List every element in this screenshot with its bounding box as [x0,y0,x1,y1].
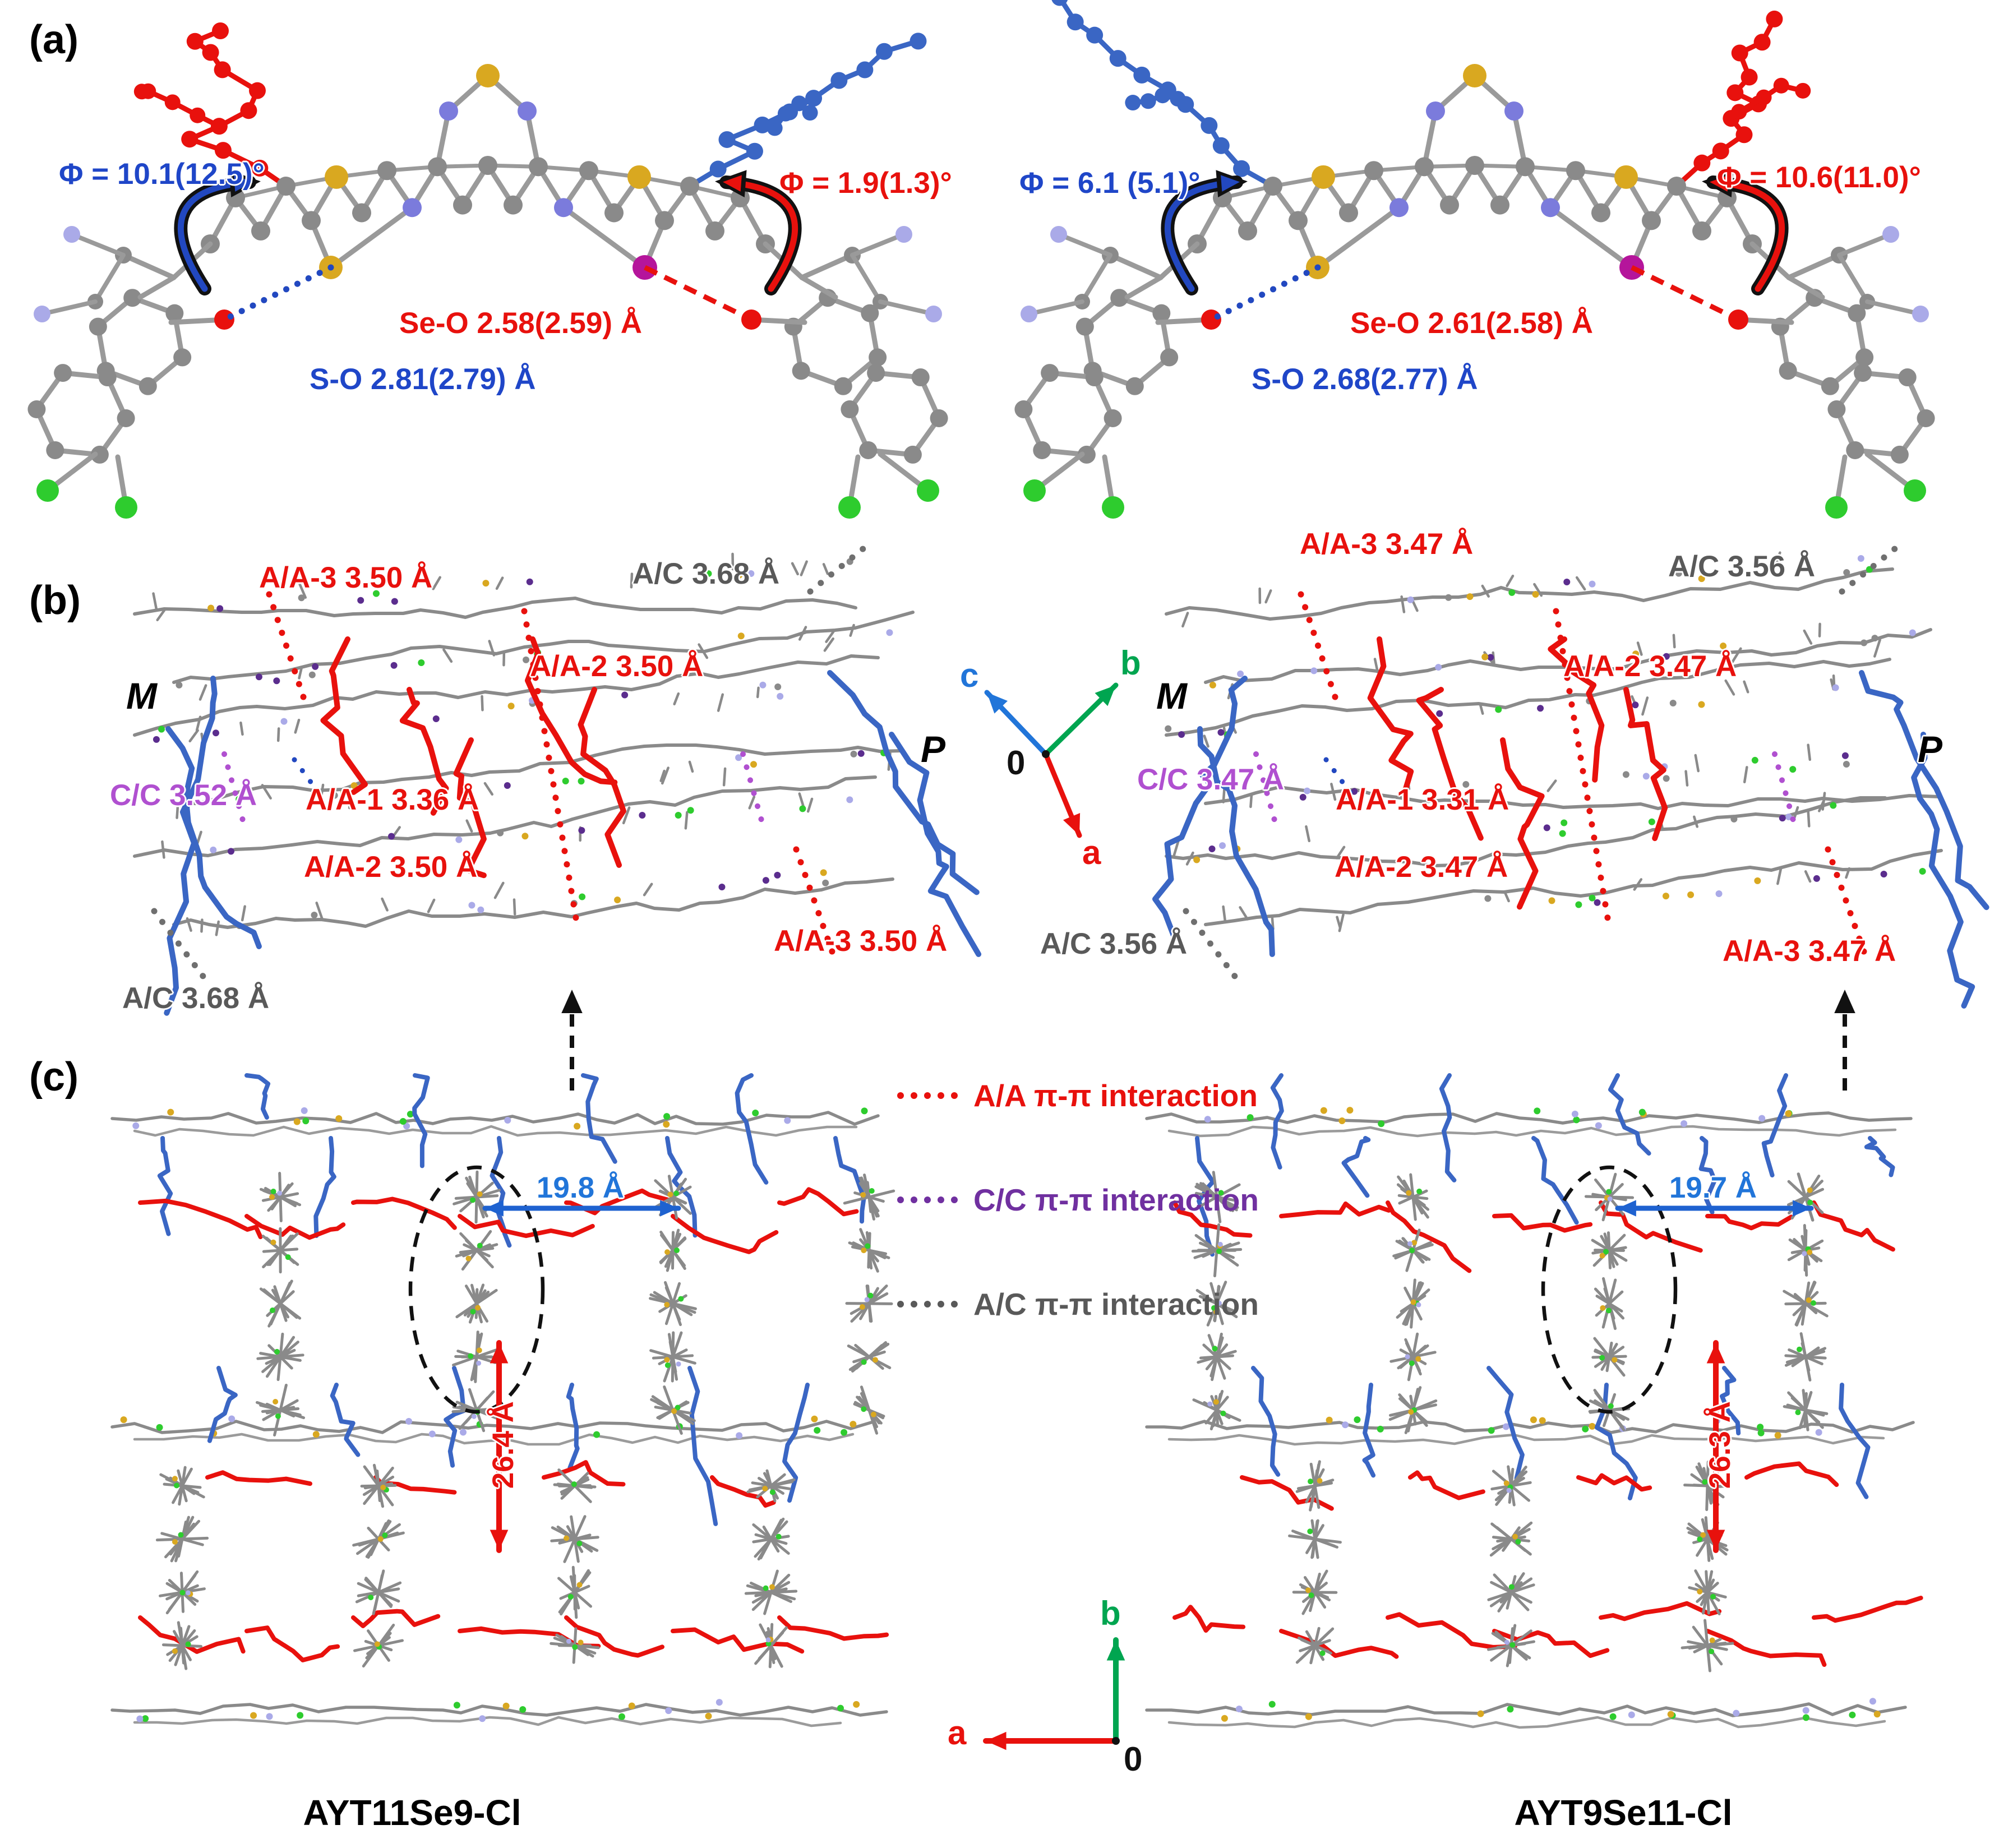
axis-label-a-panel-b: a [1082,834,1101,871]
cc-distance-label-left: C/C 3.52 Å [110,779,257,812]
pi-stack-distance-label-right: 19.7 Å [1669,1171,1757,1204]
aa3-distance-label-top-right: A/A-3 3.47 Å [1300,528,1474,561]
phi-angle-label-right-blue: Φ = 6.1 (5.1)° [1019,167,1201,200]
legend-label-aa: A/A π-π interaction [973,1078,1258,1113]
pi-stack-distance-label-left: 19.8 Å [536,1171,625,1204]
m-helix-label-left: M [126,675,157,717]
axis-label-b-panel-b: b [1120,644,1141,682]
phi-angle-label-right-red: Φ = 10.6(11.0)° [1717,161,1921,194]
legend-item-cc: C/C π-π interaction [897,1182,1259,1218]
axis-origin-panel-b: 0 [1007,744,1026,782]
phi-angle-label-left-blue: Φ = 10.1(12.5)° [59,158,265,191]
panel-b-label: (b) [29,578,81,623]
compound-name-right: AYT9Se11-Cl [1514,1792,1733,1833]
ac-pi-pi-dotted-swatch [897,1301,958,1308]
phi-angle-label-left-red: Φ = 1.9(1.3)° [779,167,952,200]
aa2-distance-label-upper-right: A/A-2 3.47 Å [1563,650,1737,683]
legend-item-aa: A/A π-π interaction [897,1078,1258,1114]
aa3-distance-label-bottom-right: A/A-3 3.47 Å [1723,935,1896,968]
axis-label-c: c [960,657,979,694]
legend-label-cc: C/C π-π interaction [973,1182,1259,1217]
ac-distance-label-bottom-left: A/C 3.68 Å [122,982,270,1015]
aa2-distance-label-lower-right: A/A-2 3.47 Å [1335,851,1508,884]
se-o-distance-label-left: Se-O 2.58(2.59) Å [399,307,643,340]
panel-c-label: (c) [29,1055,79,1099]
aa1-distance-label-right: A/A-1 3.31 Å [1336,783,1509,816]
axis-label-a-panel-c: a [948,1714,967,1752]
aa3-distance-label-top-left: A/A-3 3.50 Å [259,561,433,594]
cc-distance-label-right: C/C 3.47 Å [1137,763,1285,796]
p-helix-label-right: P [1918,728,1943,770]
aa2-distance-label-lower-left: A/A-2 3.50 Å [304,851,478,884]
compound-name-left: AYT11Se9-Cl [303,1792,521,1833]
ac-distance-label-top-left: A/C 3.68 Å [633,557,780,590]
layer-distance-label-right: 26.3 Å [1703,1401,1737,1489]
ac-distance-label-top-right: A/C 3.56 Å [1668,550,1816,583]
s-o-distance-label-right: S-O 2.68(2.77) Å [1252,363,1478,396]
axis-label-b-panel-c: b [1100,1595,1121,1632]
cc-pi-pi-dotted-swatch [897,1196,958,1203]
panel-a-label: (a) [29,17,79,62]
aa1-distance-label-left: A/A-1 3.36 Å [306,783,479,816]
s-o-distance-label-left: S-O 2.81(2.79) Å [310,363,536,396]
p-helix-label-left: P [921,728,946,770]
m-helix-label-right: M [1156,675,1187,717]
ac-distance-label-bottom-right: A/C 3.56 Å [1040,927,1188,960]
layer-distance-label-left: 26.4 Å [486,1401,520,1489]
aa-pi-pi-dotted-swatch [897,1092,958,1099]
se-o-distance-label-right: Se-O 2.61(2.58) Å [1350,307,1594,340]
aa2-distance-label-upper-left: A/A-2 3.50 Å [530,650,704,683]
aa3-distance-label-bottom-left: A/A-3 3.50 Å [774,925,948,958]
axis-origin-panel-c: 0 [1124,1740,1143,1778]
legend-item-ac: A/C π-π interaction [897,1286,1259,1322]
legend-label-ac: A/C π-π interaction [973,1287,1259,1322]
